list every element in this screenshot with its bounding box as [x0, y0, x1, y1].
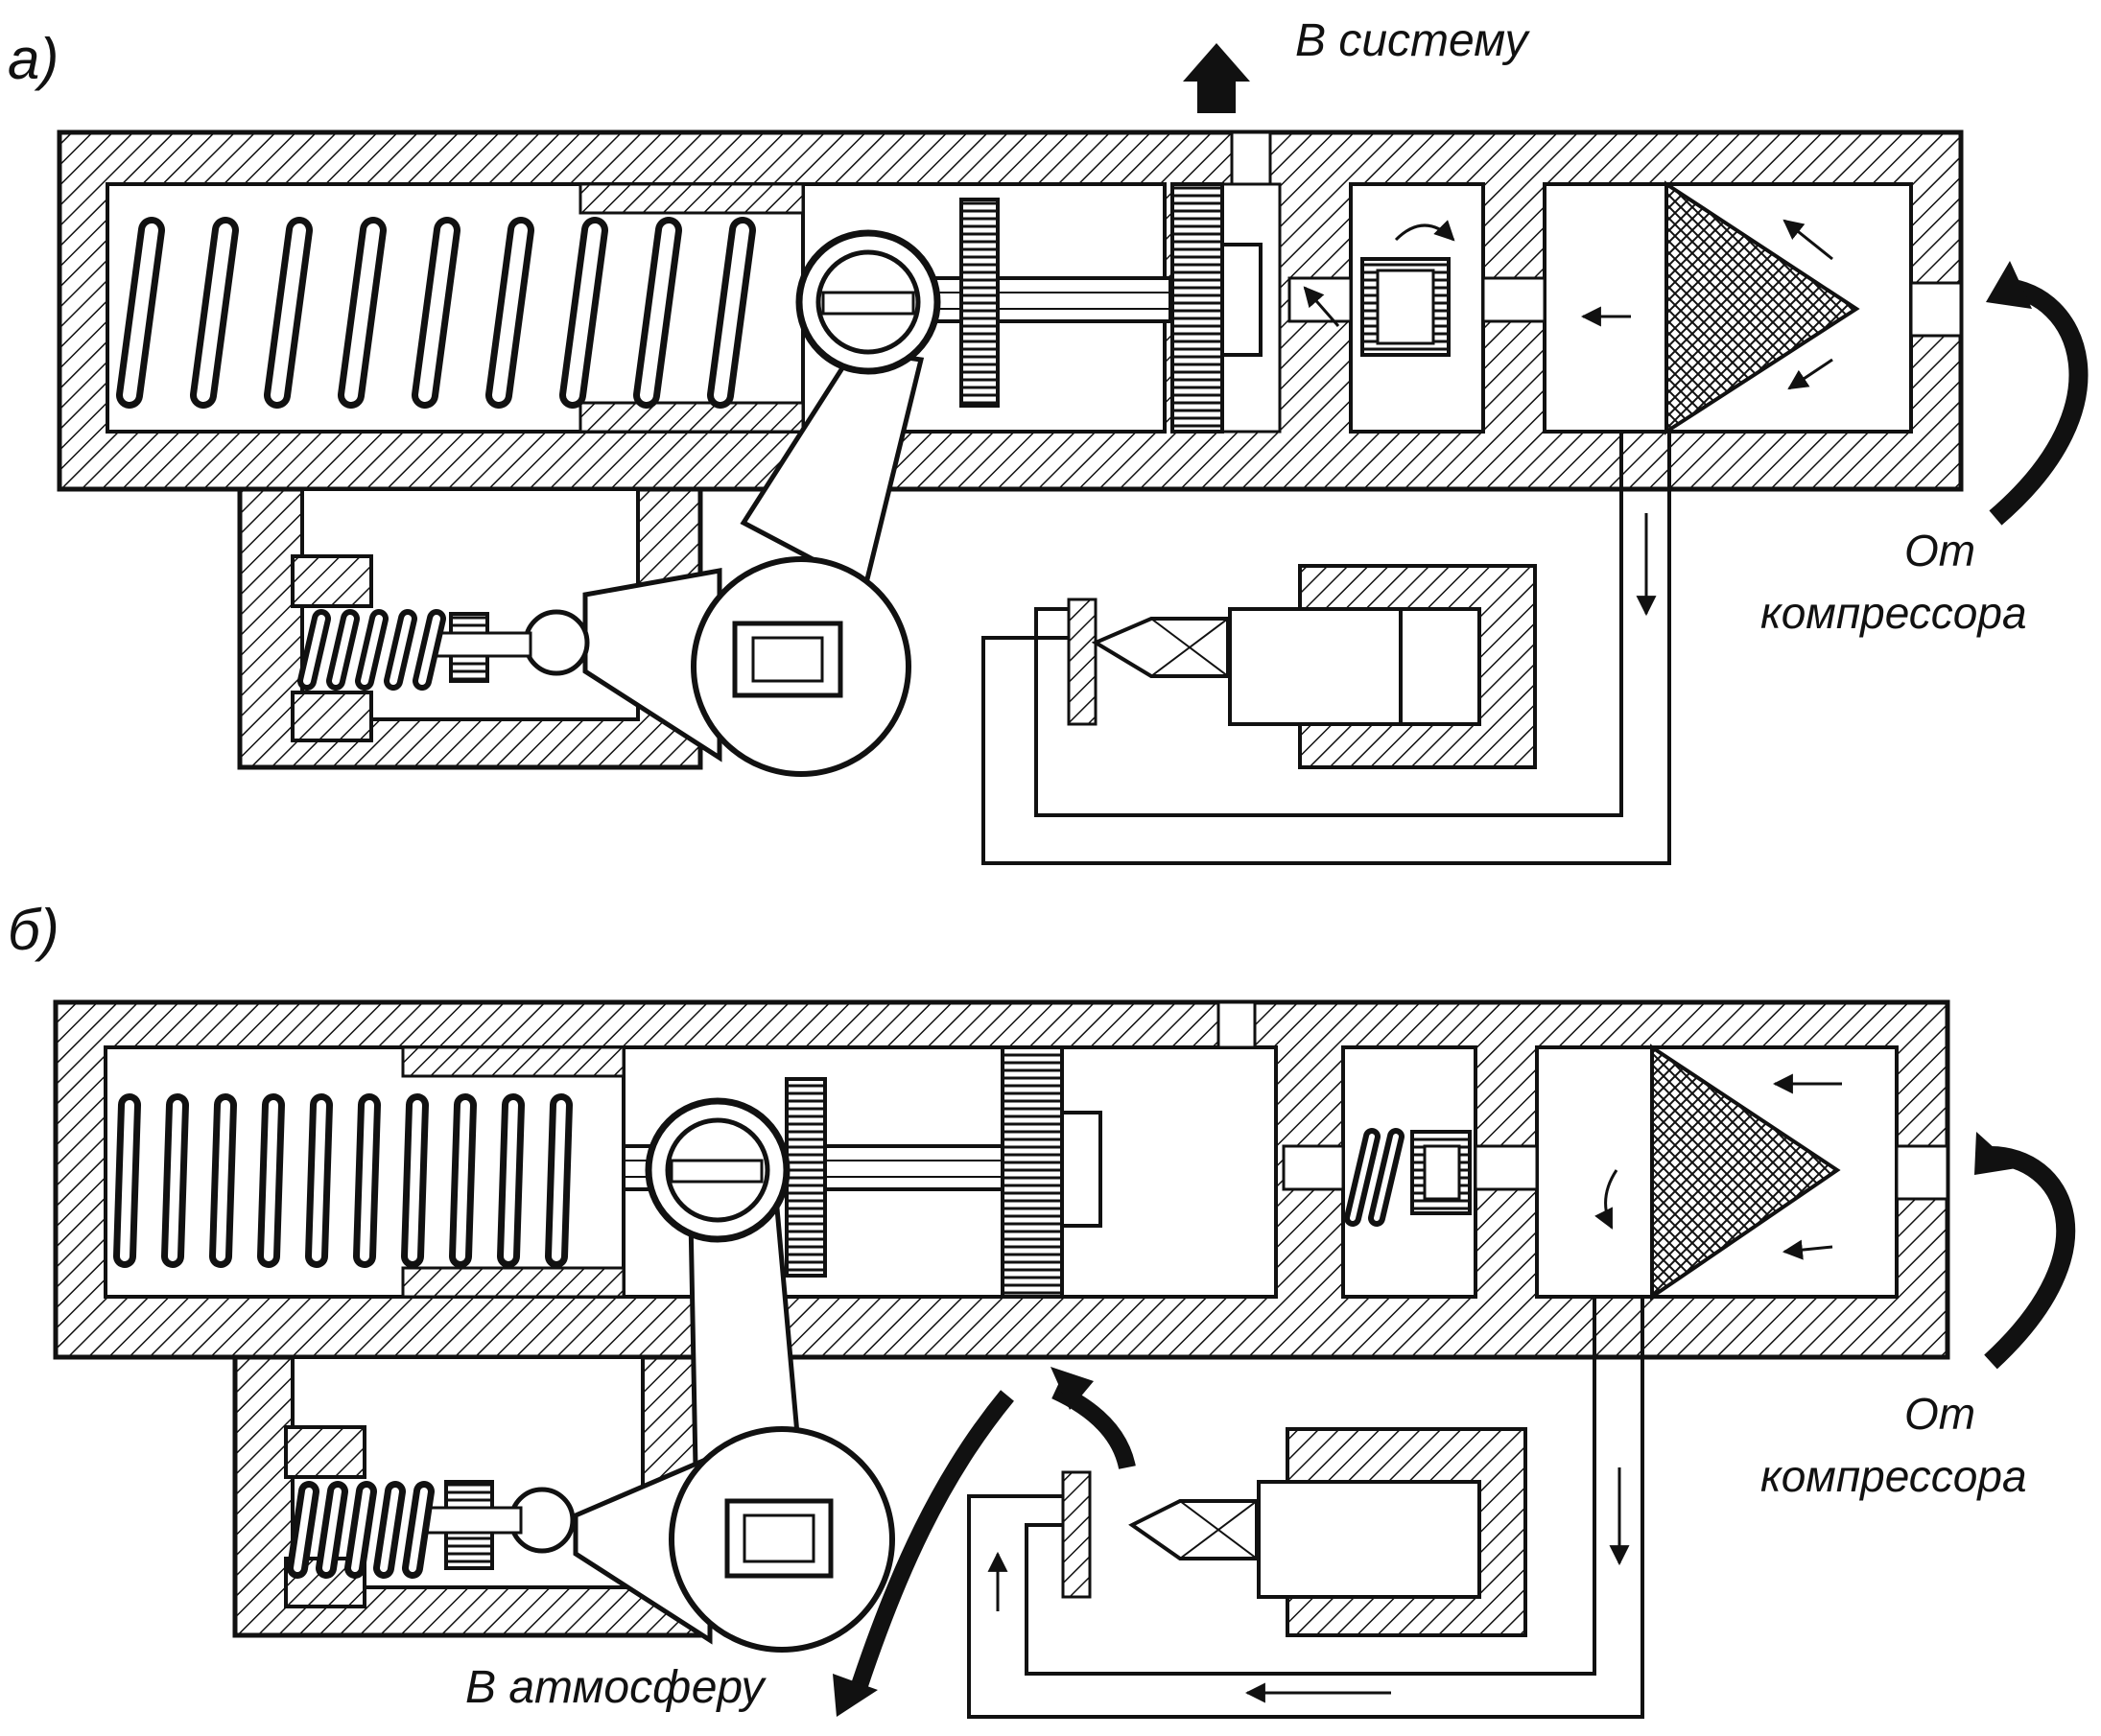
inlet-label-line2: компрессора: [1760, 588, 2027, 638]
panel-label-b: б): [8, 898, 59, 962]
panel-a: а): [8, 15, 2089, 865]
cam-lever: [415, 1097, 895, 1653]
small-spring: [287, 1481, 435, 1579]
outlet-arrow-icon: [1183, 43, 1250, 113]
bypass-passage: [967, 1297, 1644, 1719]
panel-b: б): [8, 898, 2076, 1719]
inlet-label-line2: компрессора: [1760, 1451, 2027, 1501]
return-arrow-icon: [1051, 1382, 1136, 1470]
main-spring: [113, 1045, 626, 1299]
cam-lever: [425, 229, 941, 777]
outlet-label: В систему: [1295, 15, 1531, 66]
exhaust-arrow-icon: [850, 1390, 1014, 1691]
inlet-arrow-icon: [1984, 1146, 2076, 1370]
main-spring: [116, 182, 805, 434]
panel-label-a: а): [8, 27, 59, 91]
inlet-label-line1: От: [1904, 1389, 1975, 1439]
inlet-arrow-icon: [1989, 278, 2089, 526]
small-spring: [297, 609, 446, 691]
check-valve: [1344, 1128, 1472, 1227]
air-filter: [1594, 1044, 1842, 1301]
piston-assembly: [919, 182, 1263, 434]
inlet-label-line1: От: [1904, 526, 1975, 575]
bypass-passage: [981, 432, 1671, 865]
exhaust-label: В атмосферу: [465, 1662, 767, 1713]
air-filter: [1580, 180, 1860, 435]
check-valve: [1303, 220, 1455, 357]
